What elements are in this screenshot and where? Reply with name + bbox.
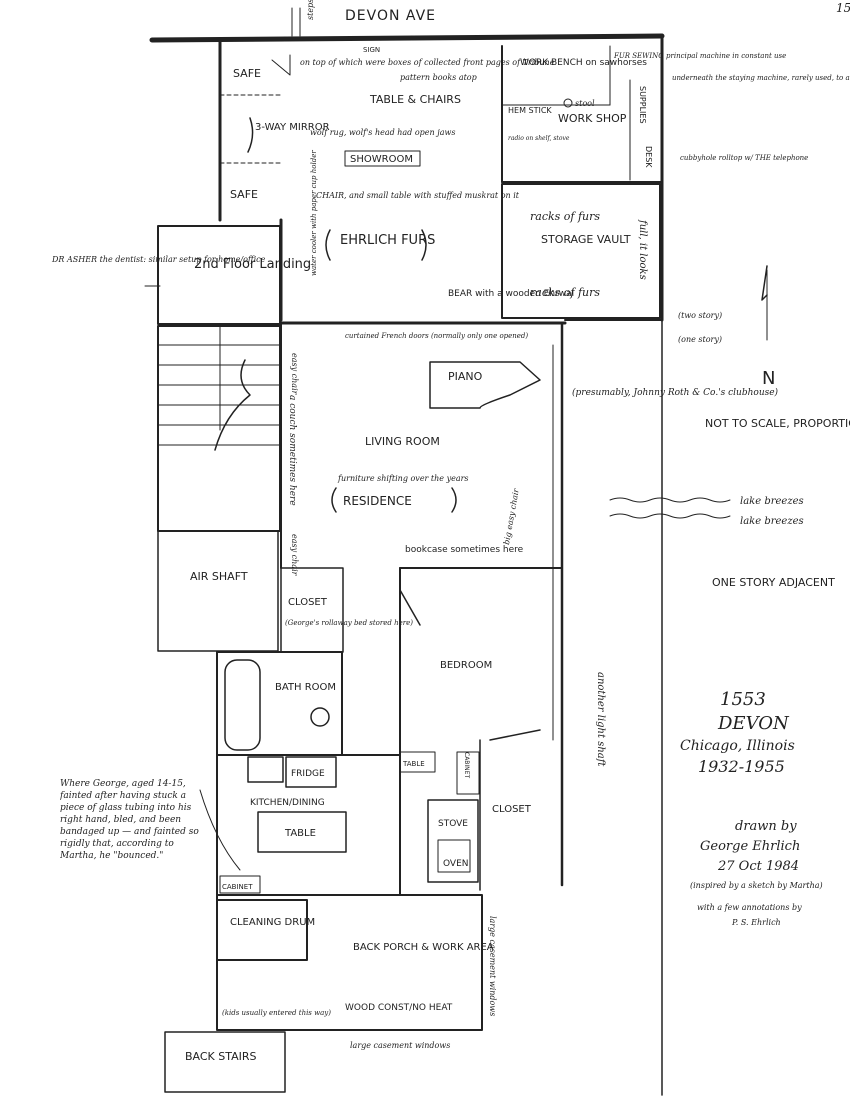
oven-label: OVEN <box>443 859 469 869</box>
cleaning-drum-label: CLEANING DRUM <box>230 917 315 928</box>
chair-note: CHAIR, and small table with stuffed musk… <box>316 191 520 200</box>
racks-top: racks of furs <box>530 210 600 223</box>
vault-label: STORAGE VAULT <box>541 233 631 246</box>
scale-note: NOT TO SCALE, PROPORTIONS APPROXIMATE <box>705 417 850 430</box>
table-chairs: TABLE & CHAIRS <box>369 93 461 106</box>
kitchen-table <box>257 811 347 853</box>
bedroom-label: BEDROOM <box>440 660 492 671</box>
workshop-label: WORK SHOP <box>558 112 627 125</box>
supplies: SUPPLIES <box>638 86 647 124</box>
two-story: (two story) <box>678 311 722 320</box>
stove-label: STOVE <box>438 819 468 829</box>
cabinet2-label: CABINET <box>463 752 470 778</box>
adjacent-note: ONE STORY ADJACENT <box>712 576 835 589</box>
porch-label: BACK PORCH & WORK AREA <box>353 942 494 953</box>
rolltop-note: cubbyhole rolltop w/ THE telephone <box>680 154 808 162</box>
stool-label: stool <box>575 99 595 108</box>
showroom-label: SHOWROOM <box>350 154 413 165</box>
safe-top: SAFE <box>233 67 261 80</box>
pattern-note: pattern books atop <box>400 73 477 82</box>
easy-chair-tl: easy chair <box>290 353 299 396</box>
address-number: 1553 <box>720 689 766 710</box>
bath-room <box>216 651 343 756</box>
kitchen-label: KITCHEN/DINING <box>250 798 325 808</box>
back-stairs-label: BACK STAIRS <box>185 1050 257 1063</box>
work-bench: WORK BENCH on sawhorses <box>520 58 647 68</box>
cabinet-label: CABINET <box>222 883 253 891</box>
table-label: TABLE <box>284 828 316 839</box>
hem-stick: HEM STICK <box>508 106 552 115</box>
closet1-note: (George's rollaway bed stored here) <box>285 619 413 627</box>
desk-label: DESK <box>644 146 653 168</box>
years: 1932-1955 <box>698 757 785 776</box>
fridge-label: FRIDGE <box>291 769 325 779</box>
clubhouse-note: (presumably, Johnny Roth & Co.'s clubhou… <box>572 387 779 398</box>
toilet <box>310 707 330 727</box>
full-note: full, it looks <box>637 219 648 280</box>
bathtub <box>224 659 261 751</box>
piano-label: PIANO <box>448 370 483 383</box>
cleaning-drum <box>216 899 308 961</box>
easy-chair-bl: easy chair <box>290 534 299 577</box>
front-wall <box>149 33 665 43</box>
page-number: 15 <box>836 1 850 15</box>
sign-label: SIGN <box>363 46 380 54</box>
landing-label: 2nd Floor Landing <box>194 257 311 272</box>
staying-note: underneath the staying machine, rarely u… <box>672 74 850 82</box>
back-stairs-box <box>164 1031 286 1093</box>
radio-note: radio on shelf, stove <box>508 135 570 142</box>
street-name: DEVON AVE <box>345 8 436 24</box>
safe-bottom: SAFE <box>230 188 258 201</box>
living-label: LIVING ROOM <box>365 435 440 448</box>
table2-label: TABLE <box>402 760 425 768</box>
north-label: N <box>762 368 775 389</box>
stove <box>427 799 479 883</box>
vault-box <box>501 183 661 319</box>
annotations: with a few annotations by <box>697 903 802 912</box>
one-story: (one story) <box>678 335 722 344</box>
fridge <box>285 756 337 788</box>
inspired: (inspired by a sketch by Martha) <box>690 881 823 890</box>
author: George Ehrlich <box>700 839 800 854</box>
mirror-label: 3-WAY MIRROR <box>255 122 330 133</box>
furniture-note: furniture shifting over the years <box>337 474 469 483</box>
george-note: Where George, aged 14-15, fainted after … <box>60 779 199 861</box>
safe-note: on top of which were boxes of collected … <box>300 58 555 67</box>
porch-construction: WOOD CONST/NO HEAT <box>345 1003 453 1013</box>
address-street: DEVON <box>717 713 790 734</box>
water-cooler: water cooler with paper cup holder <box>310 150 318 276</box>
date: 27 Oct 1984 <box>717 859 799 874</box>
racks-bottom: racks of furs <box>530 286 600 299</box>
dr-asher: DR ASHER the dentist: similar setup for … <box>51 255 266 264</box>
piano-shape <box>429 361 541 409</box>
closet1-label: CLOSET <box>288 597 328 608</box>
couch-note: a couch sometimes here <box>287 395 297 506</box>
bear-label: BEAR with a wooden Ehrwal <box>448 289 574 299</box>
breeze-2: lake breezes <box>740 516 804 527</box>
windows-bottom: large casement windows <box>350 1041 450 1050</box>
light-shaft: another light shaft <box>595 672 606 767</box>
bookcase-note: bookcase sometimes here <box>405 545 524 555</box>
french-doors: curtained French doors (normally only on… <box>345 332 528 340</box>
wolf-rug: wolf rug, wolf's head had open jaws <box>310 128 455 137</box>
steps-label: steps <box>306 0 315 20</box>
bath-label: BATH ROOM <box>275 682 336 693</box>
closet2-label: CLOSET <box>492 804 532 815</box>
drawn-by: drawn by <box>735 819 797 834</box>
windows-right: large casement windows <box>488 916 497 1016</box>
fur-sewing: FUR SEWING principal machine in constant… <box>613 52 786 60</box>
air-shaft: AIR SHAFT <box>190 570 248 583</box>
residence-label: RESIDENCE <box>343 494 412 508</box>
easy-chair-br: big easy chair <box>502 487 521 546</box>
kids-note: (kids usually entered this way) <box>222 1009 331 1017</box>
back-porch <box>216 894 483 1031</box>
stairwell <box>157 325 281 532</box>
city: Chicago, Illinois <box>680 738 795 754</box>
george-note-box: Where George, aged 14-15, fainted after … <box>60 779 199 861</box>
breeze-1: lake breezes <box>740 496 804 507</box>
business-name: EHRLICH FURS <box>340 233 435 248</box>
annotator: P. S. Ehrlich <box>731 918 781 927</box>
showroom-box <box>344 150 421 167</box>
